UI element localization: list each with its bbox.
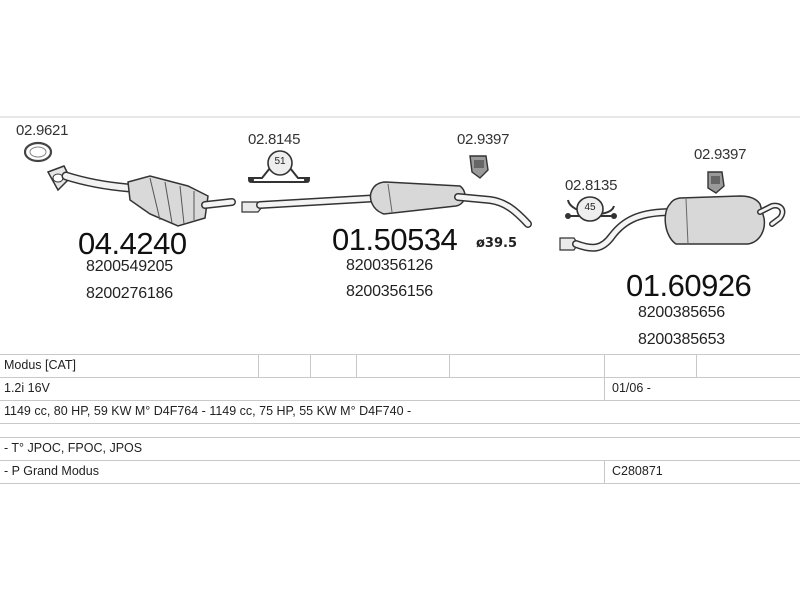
- table-code: C280871: [612, 464, 663, 478]
- clamp2-size: 45: [584, 202, 596, 213]
- table-divider: [356, 354, 357, 377]
- table-border: [0, 354, 800, 355]
- table-versions: - T° JPOC, FPOC, JPOS: [4, 441, 143, 455]
- clamp-51-icon: [248, 150, 310, 183]
- table-border: [0, 377, 800, 378]
- table-body: - P Grand Modus: [4, 464, 99, 478]
- table-border: [0, 400, 800, 401]
- table-border: [0, 460, 800, 461]
- catalyst-part-number: 04.4240: [78, 226, 187, 261]
- hanger1-ref: 02.9397: [457, 131, 510, 148]
- rubber-hanger-icon: [469, 155, 489, 179]
- middle-silencer-icon: [241, 181, 532, 228]
- table-engine: 1.2i 16V: [4, 381, 50, 395]
- table-model: Modus [CAT]: [4, 358, 77, 372]
- table-divider: [604, 354, 605, 400]
- clamp-45-icon: [565, 196, 617, 222]
- table-divider: [449, 354, 450, 377]
- table-border: [0, 423, 800, 424]
- catalyst-oem-1: 8200549205: [86, 258, 173, 275]
- rubber-hanger-2-icon: [707, 171, 725, 194]
- catalytic-converter-icon: [46, 165, 236, 227]
- clamp2-ref: 02.8135: [565, 177, 618, 194]
- hanger2-ref: 02.9397: [694, 146, 747, 163]
- gasket-ref: 02.9621: [16, 122, 69, 139]
- rear-oem-2: 8200385653: [638, 331, 725, 348]
- mid-oem-1: 8200356126: [346, 257, 433, 274]
- table-divider: [604, 460, 605, 483]
- table-date: 01/06 -: [612, 381, 651, 395]
- clamp1-size: 51: [274, 156, 286, 167]
- gasket-ring-icon: [23, 141, 53, 163]
- catalyst-oem-2: 8200276186: [86, 285, 173, 302]
- rear-oem-1: 8200385656: [638, 304, 725, 321]
- clamp1-ref: 02.8145: [248, 131, 301, 148]
- mid-oem-2: 8200356156: [346, 283, 433, 300]
- pipe-diameter: ø39.5: [476, 236, 518, 251]
- rear-silencer-icon: [559, 195, 786, 252]
- table-specs: 1149 cc, 80 HP, 59 KW M° D4F764 - 1149 c…: [4, 404, 412, 418]
- table-divider: [310, 354, 311, 377]
- mid-part-number: 01.50534: [332, 222, 458, 257]
- table-divider: [258, 354, 259, 377]
- table-border: [0, 437, 800, 438]
- rear-part-number: 01.60926: [626, 268, 752, 303]
- table-border: [0, 483, 800, 484]
- table-divider: [696, 354, 697, 377]
